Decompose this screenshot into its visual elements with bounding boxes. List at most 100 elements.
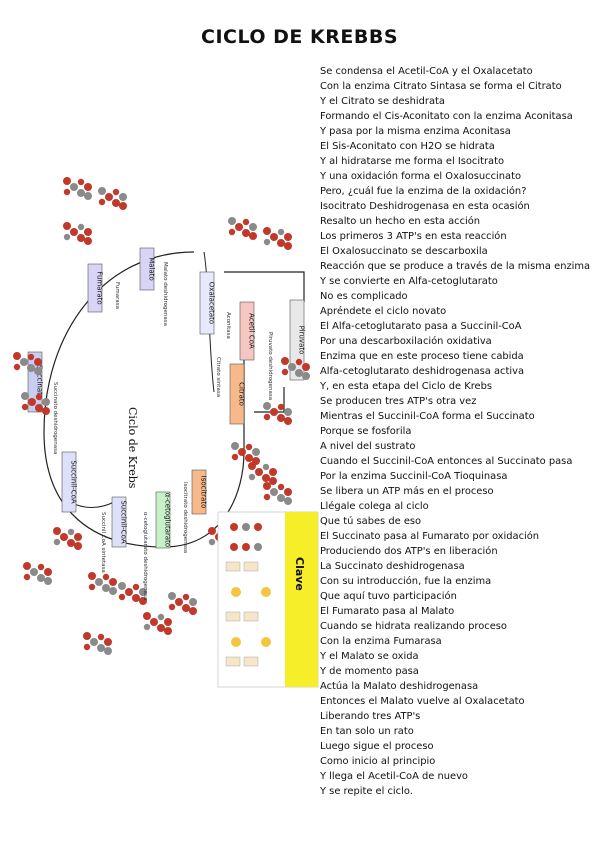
lyric-line: Porque se fosforila	[320, 426, 412, 437]
lyric-line: Enzima que en este proceso tiene cabida	[320, 351, 524, 362]
lyric-line: En tan solo un rato	[320, 726, 414, 737]
lyric-line: Con la enzima Fumarasa	[320, 636, 442, 647]
metabolite-label: Citrato	[238, 382, 246, 406]
metabolite-box: Succinil-CoA	[61, 451, 78, 513]
lyric-line: Que aquí tuvo participación	[320, 591, 457, 602]
metabolite-label: Oxalacetato	[208, 282, 216, 324]
lyric-line: Con su introducción, fue la enzima	[320, 576, 492, 587]
lyric-line: El Oxalosuccinato se descarboxila	[320, 246, 488, 257]
lyric-line: Reacción que se produce a través de la m…	[320, 261, 591, 272]
enzyme-label: Succinil CoA sintetasa	[100, 512, 106, 573]
molecule-models	[13, 177, 310, 655]
lyric-line: Cuando se hidrata realizando proceso	[320, 621, 507, 632]
molecule-model	[63, 177, 92, 200]
lyric-line: Actúa la Malato deshidrogenasa	[320, 681, 479, 692]
molecule-model	[168, 592, 197, 615]
metabolite-box: Citrato	[229, 363, 246, 425]
enzyme-labels: Piruvato deshidrogenasa Citrato sintasa Ac…	[52, 262, 273, 600]
lyric-line: Y se repite el ciclo.	[320, 786, 413, 797]
lyric-line: Cuando el Succinil-CoA entonces al Succi…	[320, 456, 573, 467]
molecule-model	[23, 562, 52, 585]
lyric-line: El Succinato pasa al Fumarato por oxidac…	[320, 531, 540, 542]
lyric-line: Y llega el Acetil-CoA de nuevo	[320, 771, 468, 782]
metabolite-label: α-cetoglutarato	[164, 493, 172, 547]
molecule-model	[83, 632, 112, 655]
molecule-model	[88, 572, 117, 595]
lyric-line: Y pasa por la misma enzima Aconitasa	[320, 126, 511, 137]
cycle-arrows	[43, 251, 305, 548]
lyric-line: El Alfa-cetoglutarato pasa a Succinil-Co…	[320, 321, 522, 332]
metabolite-box: Acetil CoA	[239, 301, 256, 361]
metabolite-box: Fumarato	[87, 263, 104, 313]
lyric-line: Y, en esta etapa del Ciclo de Krebs	[320, 381, 493, 392]
molecule-model	[63, 222, 92, 245]
lyric-line: Y se convierte en Alfa-cetoglutarato	[320, 276, 498, 287]
metabolite-box: Malato	[139, 247, 156, 291]
lyric-line: Por una descarboxilación oxidativa	[320, 336, 492, 347]
lyric-line: Con la enzima Citrato Sintasa se forma e…	[320, 81, 562, 92]
molecule-model	[263, 402, 292, 425]
lyric-line: Entonces el Malato vuelve al Oxalacetato	[320, 696, 525, 707]
lyric-line: Luego sigue el proceso	[320, 741, 434, 752]
lyric-line: Pero, ¿cuál fue la enzima de la oxidació…	[320, 186, 527, 197]
lyric-line: Isocitrato Deshidrogenasa en esta ocasió…	[320, 201, 530, 212]
legend-title: Clave	[293, 557, 306, 591]
lyric-line: Produciendo dos ATP's en liberación	[320, 546, 498, 557]
molecule-model	[98, 187, 127, 210]
molecule-model	[143, 612, 172, 635]
lyric-line: Alfa-cetoglutarato deshidrogenasa activa	[320, 366, 524, 377]
molecule-model	[248, 462, 277, 485]
metabolite-box: α-cetoglutarato	[155, 491, 172, 549]
lyric-line: Que tú sabes de eso	[320, 516, 422, 527]
molecule-model	[21, 392, 50, 415]
enzyme-label: Citrato sintasa	[215, 357, 221, 397]
metabolite-label: Succinil-CoA	[120, 500, 128, 544]
lyric-line: No es complicado	[320, 291, 408, 302]
molecule-model	[263, 482, 292, 505]
molecule-model	[263, 227, 292, 250]
metabolite-label: Malato	[148, 257, 156, 281]
metabolite-box: Isocitrato	[191, 469, 208, 515]
molecule-model	[231, 442, 260, 465]
lyric-line: Y una oxidación forma el Oxalosuccinato	[320, 171, 521, 182]
lyric-line: Y el Malato se oxida	[320, 651, 419, 662]
metabolite-label: Succinil-CoA	[70, 460, 78, 504]
metabolite-label: Fumarato	[96, 271, 104, 304]
cycle-center-label: Ciclo de Krebs	[126, 407, 139, 489]
metabolite-box: Oxalacetato	[199, 271, 216, 335]
molecule-model	[118, 582, 147, 605]
molecule-model	[53, 527, 82, 550]
lyric-line: Liberando tres ATP's	[320, 711, 421, 722]
lyrics-text: Se condensa el Acetil-CoA y el Oxalaceta…	[320, 64, 595, 799]
lyric-line: Llégale colega al ciclo	[320, 501, 429, 512]
lyric-line: Se producen tres ATP's otra vez	[320, 396, 477, 407]
metabolite-label: Isocitrato	[200, 476, 208, 509]
metabolite-box: Succinil-CoA	[111, 496, 128, 548]
enzyme-label: Isocitrato deshidrogenasa	[182, 482, 188, 553]
lyric-line: La Succinato deshidrogenasa	[320, 561, 465, 572]
lyric-line: A nivel del sustrato	[320, 441, 416, 452]
metabolite-label: Acetil CoA	[248, 313, 256, 349]
lyric-line: Los primeros 3 ATP's en esta reacción	[320, 231, 507, 242]
enzyme-label: Succinato deshidrogenasa	[52, 382, 58, 454]
enzyme-label: Aconitasa	[225, 312, 231, 339]
enzyme-label: Malato deshidrogenasa	[162, 262, 168, 326]
lyric-line: Se condensa el Acetil-CoA y el Oxalaceta…	[320, 66, 533, 77]
lyric-line: Como inicio al principio	[320, 756, 436, 767]
lyric-line: Por la enzima Succinil-CoA Tioquinasa	[320, 471, 508, 482]
molecule-model	[13, 352, 42, 375]
enzyme-label: Piruvato deshidrogenasa	[267, 332, 273, 400]
page-title: CICLO DE KREBBS	[201, 26, 398, 48]
lyric-line: Resalto un hecho en esta acción	[320, 216, 481, 227]
metabolite-label: Succinato	[36, 365, 44, 399]
lyric-line: Y el Citrato se deshidrata	[320, 96, 445, 107]
lyrics-lines: Se condensa el Acetil-CoA y el Oxalaceta…	[320, 64, 595, 799]
enzyme-label: Fumarasa	[114, 282, 120, 309]
lyric-line: Y al hidratarse me forma el Isocitrato	[320, 156, 505, 167]
molecule-model	[228, 217, 257, 240]
enzyme-label: α-cetoglutarato deshidrogenasa	[142, 512, 148, 600]
lyric-line: Y de momento pasa	[320, 666, 419, 677]
